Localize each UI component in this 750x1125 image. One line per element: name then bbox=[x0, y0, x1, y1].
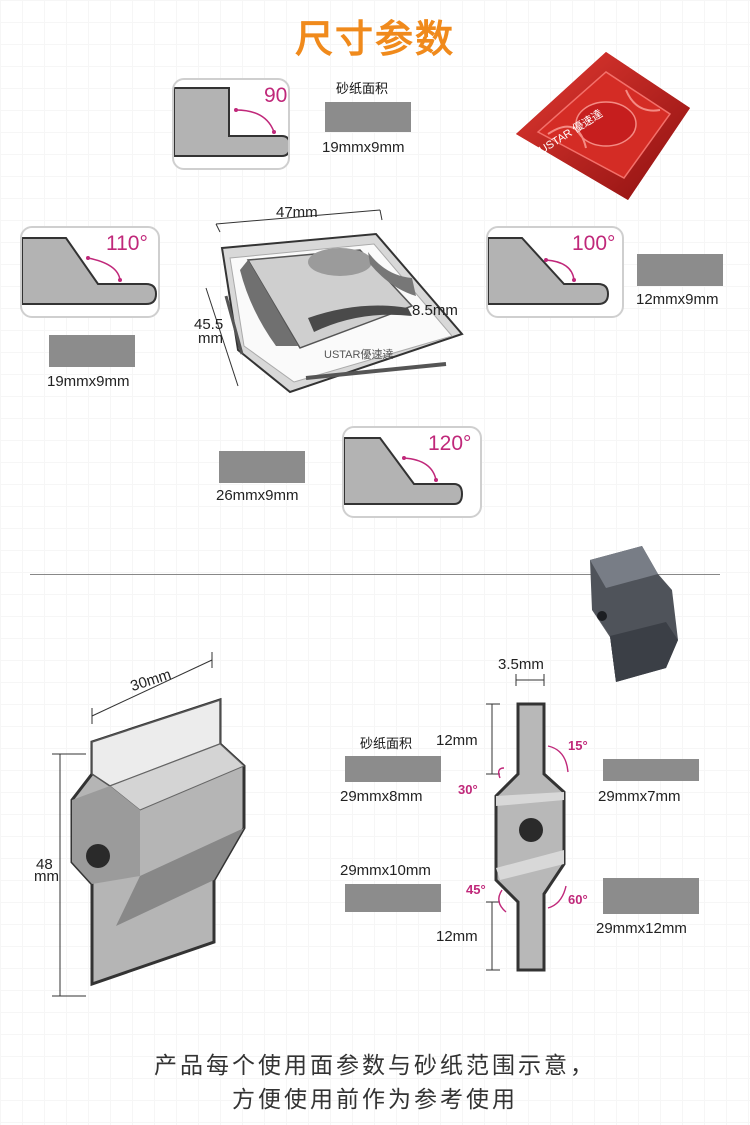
size-120: 26mmx9mm bbox=[216, 487, 299, 504]
section-divider bbox=[30, 574, 720, 575]
dim-depth-unit: mm bbox=[198, 330, 223, 347]
sandpaper-swatch-30 bbox=[345, 756, 441, 782]
angle-card-90: 90° bbox=[172, 78, 290, 170]
size-30: 29mmx8mm bbox=[340, 788, 423, 805]
block-diagram-top: USTAR優速達 47mm 45.5 mm 8.5mm bbox=[190, 200, 480, 410]
product-photo-gray-block bbox=[582, 540, 692, 686]
side-block-svg bbox=[52, 652, 246, 997]
product-photo-red-block: USTAR 優速達 bbox=[508, 44, 694, 204]
profile-diagram-thin: 3.5mm 12mm 12mm 15° 30° 45° 60° bbox=[430, 650, 590, 980]
angle-label-30: 30° bbox=[458, 782, 478, 797]
dim-width-47: 47mm bbox=[276, 204, 318, 221]
sandpaper-area-label-bottom: 砂纸面积 bbox=[360, 736, 413, 751]
dim-height-num: 48 bbox=[36, 856, 53, 873]
size-90: 19mmx9mm bbox=[322, 139, 405, 156]
svg-text:USTAR優速達: USTAR優速達 bbox=[324, 348, 393, 361]
angle-label-90: 90° bbox=[264, 84, 288, 107]
dim-height-unit: mm bbox=[34, 868, 59, 885]
sandpaper-swatch-90 bbox=[325, 102, 411, 132]
dim-depth-num: 45.5 bbox=[194, 316, 224, 333]
sandpaper-swatch-110 bbox=[49, 335, 135, 367]
thin-profile-svg bbox=[486, 674, 569, 972]
size-45: 29mmx10mm bbox=[340, 862, 431, 879]
dim-thickness: 3.5mm bbox=[498, 656, 544, 673]
sandpaper-swatch-15 bbox=[603, 759, 699, 781]
angle-label-60: 60° bbox=[568, 892, 588, 907]
angle-card-100: 100° bbox=[486, 226, 624, 318]
page-title: 尺寸参数 bbox=[294, 19, 455, 61]
block-diagram-bottom-left: 30mm 48 mm bbox=[30, 650, 260, 1000]
dim-bottom-length: 12mm bbox=[436, 928, 478, 945]
footer-line-2: 方便使用前作为参考使用 bbox=[232, 1086, 518, 1112]
product-red-image: USTAR 優速達 bbox=[516, 52, 690, 200]
footer-line-1: 产品每个使用面参数与砂纸范围示意， bbox=[154, 1052, 596, 1078]
angle-label-110: 110° bbox=[106, 232, 148, 255]
size-100: 12mmx9mm bbox=[636, 291, 719, 308]
profile-120-diagram bbox=[344, 437, 464, 505]
dim-top-length: 12mm bbox=[436, 732, 478, 749]
dim-height-8-5: 8.5mm bbox=[412, 302, 458, 319]
angle-label-45: 45° bbox=[466, 882, 486, 897]
size-110: 19mmx9mm bbox=[47, 373, 130, 390]
profile-100-diagram bbox=[488, 237, 610, 305]
size-60: 29mmx12mm bbox=[596, 920, 687, 937]
sandpaper-swatch-45 bbox=[345, 884, 441, 912]
sandpaper-swatch-120 bbox=[219, 451, 305, 483]
block-diagram-svg: USTAR優速達 bbox=[205, 209, 464, 394]
sandpaper-area-label-top: 砂纸面积 bbox=[336, 81, 389, 96]
profile-90-diagram bbox=[174, 87, 288, 157]
product-gray-image bbox=[590, 546, 678, 682]
angle-label-15: 15° bbox=[568, 738, 588, 753]
angle-label-100: 100° bbox=[572, 232, 616, 255]
size-15: 29mmx7mm bbox=[598, 788, 681, 805]
angle-label-120: 120° bbox=[428, 432, 472, 455]
sandpaper-swatch-60 bbox=[603, 878, 699, 914]
angle-card-120: 120° bbox=[342, 426, 482, 518]
sandpaper-swatch-100 bbox=[637, 254, 723, 286]
profile-110-diagram bbox=[22, 237, 158, 305]
angle-card-110: 110° bbox=[20, 226, 160, 318]
